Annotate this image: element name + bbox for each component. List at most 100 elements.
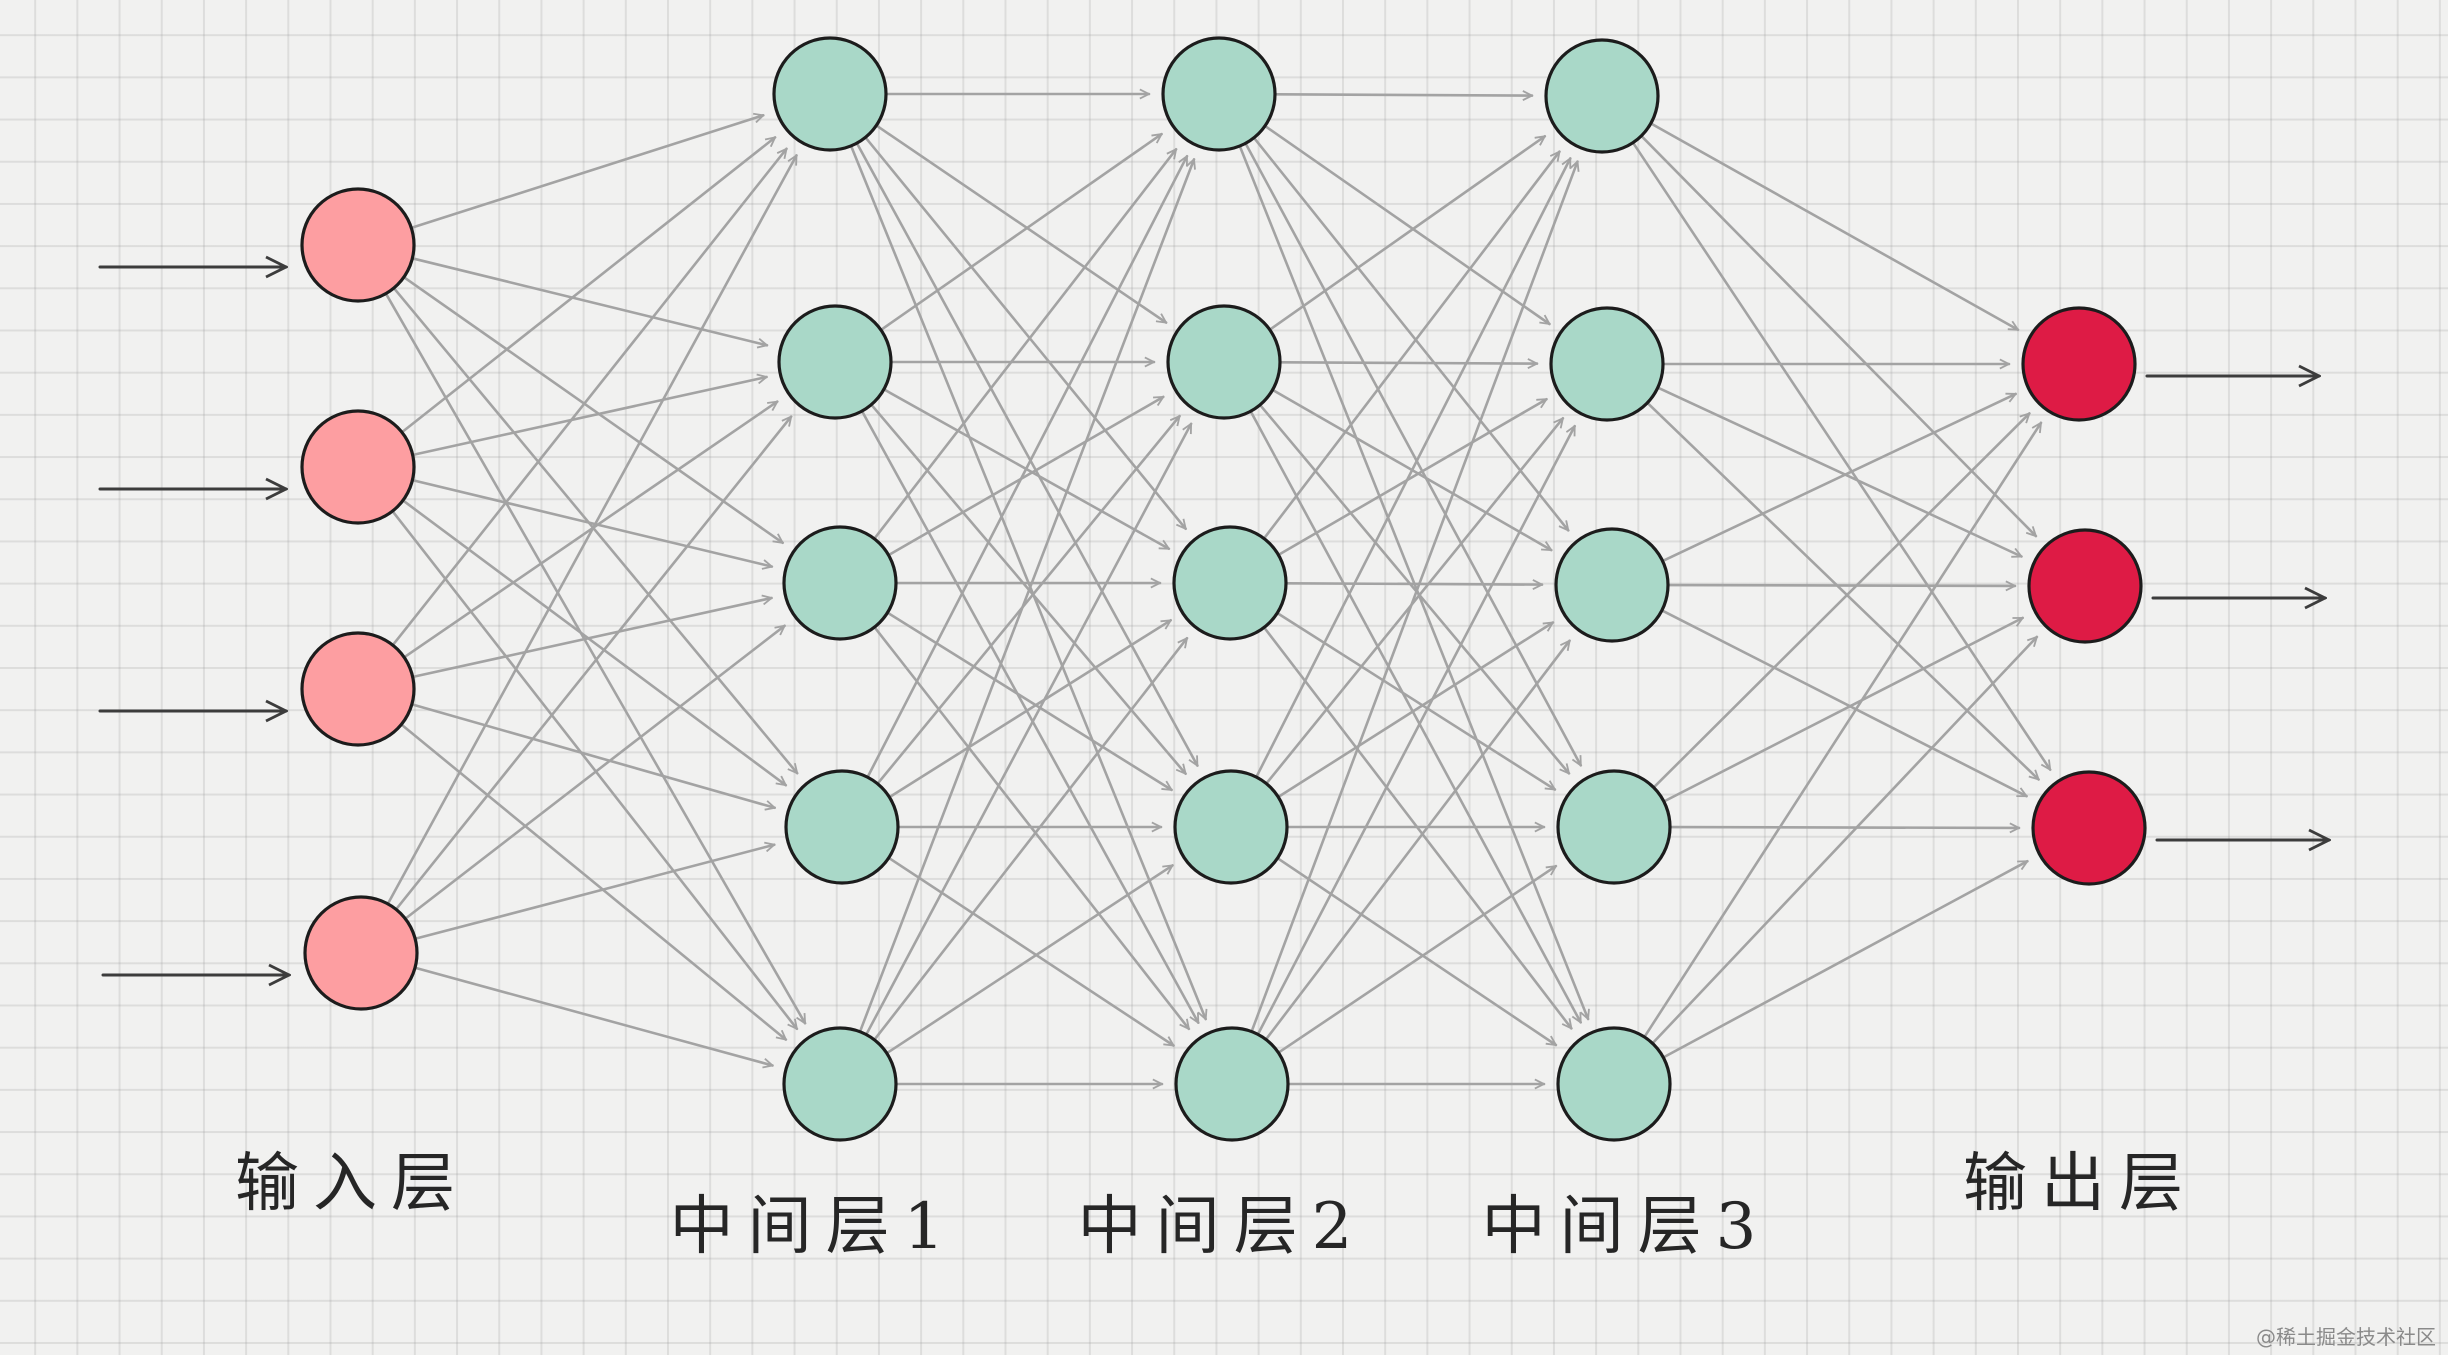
connection-arrow-l0-n1-to-n3 xyxy=(403,500,786,787)
connection-arrows xyxy=(385,94,2052,1084)
connection-arrow-l1-n3-to-n2 xyxy=(889,618,1171,798)
connection-arrow-l1-n4-to-n3 xyxy=(887,864,1173,1054)
connection-arrow-l1-n1-to-n0 xyxy=(881,132,1162,331)
layer-label-output: 输出层 xyxy=(1963,1147,2197,1221)
hidden-node-layer2-4 xyxy=(1174,1026,1290,1142)
input-node-layer0-3 xyxy=(303,895,419,1011)
connection-arrow-l0-n2-to-n2 xyxy=(413,598,772,678)
hidden-node-layer3-3 xyxy=(1556,769,1672,885)
connection-arrow-l2-n3-to-n1 xyxy=(1266,418,1565,784)
connection-arrow-l2-n1-to-n1 xyxy=(1280,362,1539,363)
connection-arrow-l0-n1-to-n0 xyxy=(402,136,776,433)
connection-arrow-l0-n3-to-n4 xyxy=(415,966,773,1065)
connection-arrow-l0-n0-to-n1 xyxy=(412,257,767,346)
connection-arrow-l2-n2-to-n0 xyxy=(1263,152,1561,539)
connection-arrow-l0-n0-to-n0 xyxy=(411,115,763,229)
hidden-node-layer3-4 xyxy=(1556,1026,1672,1142)
layer-labels: 输入层 中间层1 中间层2 中间层3 输出层 xyxy=(235,1147,2197,1264)
connection-arrow-l2-n4-to-n1 xyxy=(1257,426,1576,1034)
connection-arrow-l1-n1-to-n4 xyxy=(861,411,1200,1023)
connection-arrow-l3-n2-to-n0 xyxy=(1663,392,2015,562)
layer-label-input: 输入层 xyxy=(235,1147,469,1221)
connection-arrow-l0-n1-to-n1 xyxy=(413,377,767,456)
connection-arrow-l3-n3-to-n2 xyxy=(1670,827,2021,828)
connection-arrow-l1-n0-to-n1 xyxy=(876,125,1166,324)
connection-arrow-l0-n3-to-n2 xyxy=(405,624,785,919)
layer-label-hidden-1: 中间层1 xyxy=(670,1190,959,1264)
connection-arrow-l3-n1-to-n2 xyxy=(1647,402,2039,779)
connection-arrow-l1-n2-to-n0 xyxy=(874,149,1178,539)
hidden-node-layer2-1 xyxy=(1166,304,1282,420)
connection-arrow-l1-n2-to-n4 xyxy=(874,627,1191,1029)
connection-arrow-l0-n2-to-n4 xyxy=(401,724,786,1041)
connection-arrow-l1-n3-to-n1 xyxy=(877,416,1180,784)
input-node-layer0-2 xyxy=(300,631,416,747)
connection-arrow-l0-n2-to-n3 xyxy=(412,703,775,808)
connection-arrow-l2-n3-to-n0 xyxy=(1255,158,1572,777)
hidden-node-layer1-0 xyxy=(772,36,888,152)
output-node-layer4-1 xyxy=(2027,528,2143,644)
connection-arrow-l0-n0-to-n3 xyxy=(393,288,797,774)
connection-arrow-l1-n4-to-n2 xyxy=(874,638,1189,1040)
connection-arrow-l2-n0-to-n1 xyxy=(1265,125,1550,326)
connection-arrow-l1-n2-to-n1 xyxy=(888,395,1163,556)
input-output-arrows xyxy=(98,267,2329,975)
connection-arrow-l1-n3-to-n0 xyxy=(867,156,1189,777)
connection-arrow-l3-n2-to-n1 xyxy=(1668,585,2017,586)
output-node-layer4-0 xyxy=(2021,306,2137,422)
hidden-node-layer3-1 xyxy=(1549,306,1665,422)
connection-arrow-l3-n4-to-n1 xyxy=(1652,637,2037,1044)
connection-arrow-l0-n3-to-n1 xyxy=(395,417,793,910)
connection-arrow-l0-n2-to-n0 xyxy=(392,149,788,645)
connection-arrow-l2-n2-to-n4 xyxy=(1264,627,1573,1028)
connection-arrow-l2-n0-to-n3 xyxy=(1245,143,1583,765)
connection-arrow-l2-n0-to-n0 xyxy=(1275,94,1534,95)
connection-arrow-l2-n2-to-n1 xyxy=(1278,397,1546,556)
connection-arrow-l3-n2-to-n2 xyxy=(1662,609,2027,798)
connection-arrow-l0-n1-to-n2 xyxy=(413,479,772,567)
input-node-layer0-0 xyxy=(300,187,416,303)
connection-arrow-l0-n0-to-n2 xyxy=(404,276,783,545)
connection-arrow-l3-n0-to-n0 xyxy=(1651,123,2018,332)
connection-arrow-l2-n3-to-n2 xyxy=(1278,621,1553,798)
connection-arrow-l1-n3-to-n4 xyxy=(889,857,1173,1047)
connection-arrow-l2-n1-to-n4 xyxy=(1250,411,1582,1022)
connection-arrow-l3-n1-to-n1 xyxy=(1658,387,2022,558)
connection-arrow-l3-n0-to-n2 xyxy=(1632,143,2052,769)
connection-arrow-l3-n0-to-n1 xyxy=(1641,136,2036,536)
watermark-text: @稀土掘金技术社区 xyxy=(2256,1325,2436,1349)
connection-arrow-l1-n4-to-n0 xyxy=(859,159,1194,1032)
connection-arrow-l3-n4-to-n2 xyxy=(1663,859,2027,1058)
hidden-node-layer2-2 xyxy=(1172,525,1288,641)
connection-arrow-l2-n3-to-n4 xyxy=(1277,857,1556,1047)
connection-arrow-l2-n4-to-n0 xyxy=(1251,162,1577,1031)
hidden-node-layer2-3 xyxy=(1173,769,1289,885)
connection-arrow-l3-n3-to-n1 xyxy=(1664,616,2023,802)
connection-arrow-l0-n3-to-n0 xyxy=(387,155,798,904)
connection-arrow-l2-n0-to-n2 xyxy=(1253,138,1570,530)
hidden-node-layer1-4 xyxy=(782,1026,898,1142)
connection-arrow-l2-n4-to-n3 xyxy=(1278,864,1556,1053)
neuron-nodes xyxy=(300,36,2147,1142)
connection-arrow-l2-n1-to-n3 xyxy=(1260,405,1569,773)
connection-arrow-l1-n4-to-n1 xyxy=(865,424,1193,1035)
layer-label-hidden-3: 中间层3 xyxy=(1482,1190,1771,1264)
connection-arrow-l2-n4-to-n2 xyxy=(1265,641,1571,1040)
output-node-layer4-2 xyxy=(2031,770,2147,886)
connection-arrow-l1-n0-to-n2 xyxy=(865,137,1187,529)
connection-arrow-l2-n2-to-n2 xyxy=(1286,583,1544,584)
connection-arrow-l2-n1-to-n0 xyxy=(1270,135,1544,330)
hidden-node-layer1-2 xyxy=(782,525,898,641)
connection-arrow-l3-n4-to-n0 xyxy=(1644,423,2043,1037)
connection-arrow-l0-n3-to-n3 xyxy=(415,845,774,940)
hidden-node-layer1-3 xyxy=(784,769,900,885)
layer-label-hidden-2: 中间层2 xyxy=(1078,1190,1367,1264)
hidden-node-layer1-1 xyxy=(777,304,893,420)
connection-arrow-l1-n0-to-n3 xyxy=(856,143,1199,766)
connection-arrow-l3-n3-to-n0 xyxy=(1653,413,2029,788)
hidden-node-layer3-0 xyxy=(1544,38,1660,154)
input-node-layer0-1 xyxy=(300,409,416,525)
hidden-node-layer3-2 xyxy=(1554,527,1670,643)
